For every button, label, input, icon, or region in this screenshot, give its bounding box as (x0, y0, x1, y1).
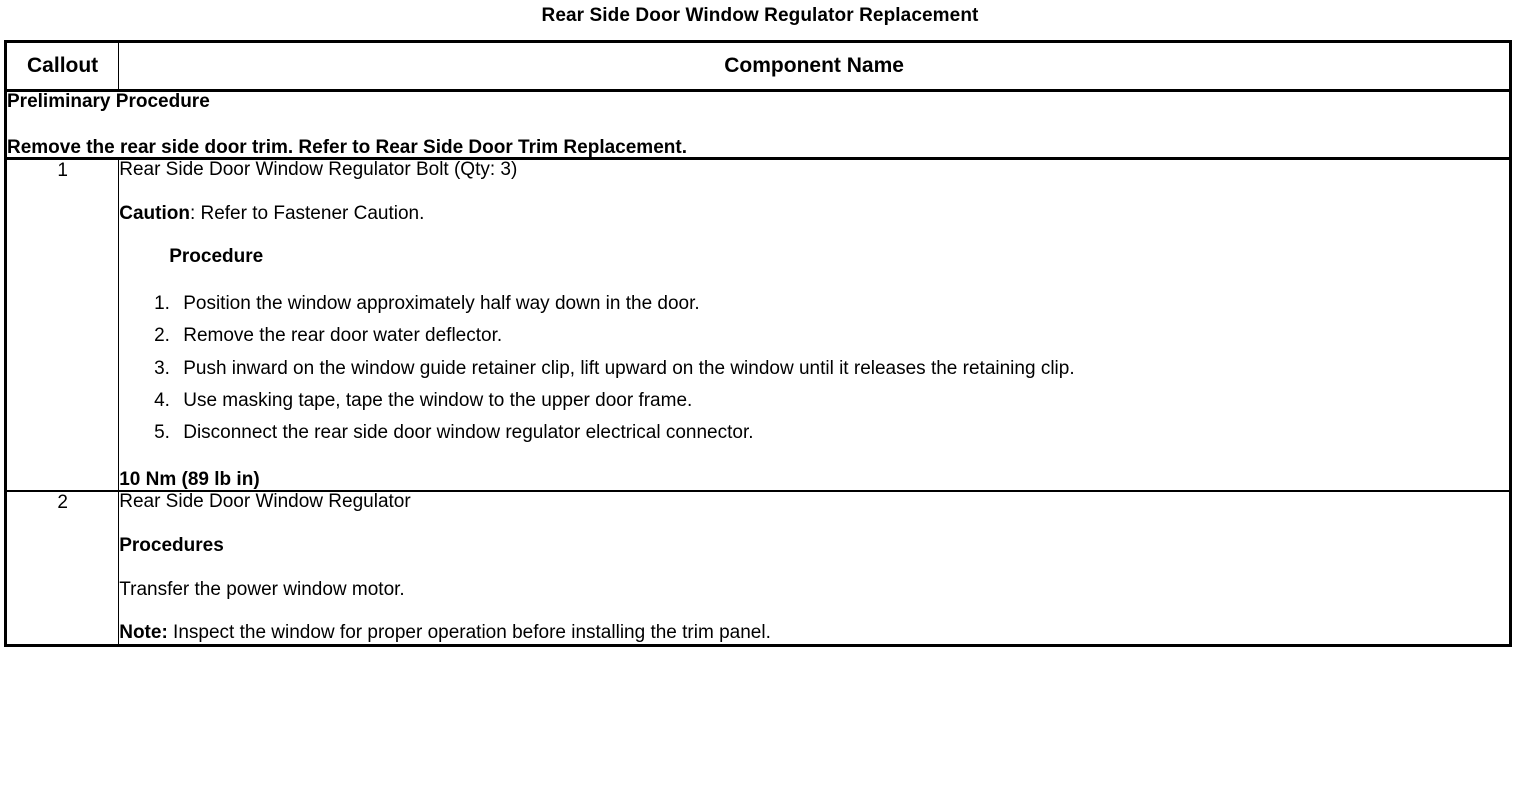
component-name-1: Rear Side Door Window Regulator Bolt (Qt… (119, 159, 518, 180)
spacer (119, 268, 1509, 288)
spacer (119, 450, 1509, 470)
list-item: Position the window approximately half w… (175, 288, 1509, 320)
component-name-2: Rear Side Door Window Regulator (119, 491, 411, 513)
procedure-step-list: Position the window approximately half w… (119, 288, 1509, 450)
list-item: Push inward on the window guide retainer… (175, 353, 1509, 385)
spacer (119, 557, 1509, 580)
note-text: Inspect the window for proper operation … (167, 622, 771, 644)
note-label: Note: (119, 622, 168, 644)
spacer (119, 513, 1509, 536)
procedures-heading-2: Procedures (119, 535, 224, 556)
callout-number-1: 1 (5, 158, 120, 493)
caution-text: : Refer to Fastener Caution. (189, 202, 425, 224)
preliminary-procedure-cell: Preliminary Procedure Remove the rear si… (5, 90, 1511, 160)
page-title: Rear Side Door Window Regulator Replacem… (541, 5, 979, 26)
list-item: Disconnect the rear side door window reg… (175, 417, 1509, 449)
table-header-row: Callout Component Name (5, 41, 1511, 92)
callout-number-2: 2 (5, 491, 120, 646)
table-row: 1 Rear Side Door Window Regulator Bolt (… (5, 158, 1511, 493)
procedure-text-2: Transfer the power window motor. (119, 578, 405, 600)
component-cell-2: Rear Side Door Window Regulator Procedur… (119, 491, 1511, 645)
procedure-table-wrapper: Callout Component Name Preliminary Proce… (4, 40, 1512, 647)
note-line: Note: Inspect the window for proper oper… (119, 622, 1509, 644)
table-row: 2 Rear Side Door Window Regulator Proced… (5, 491, 1511, 646)
torque-spec-1: 10 Nm (89 lb in) (119, 468, 260, 490)
preliminary-procedure-row: Preliminary Procedure Remove the rear si… (5, 90, 1511, 160)
header-component-name: Component Name (118, 41, 1511, 92)
caution-line: Caution: Refer to Fastener Caution. (119, 202, 1509, 225)
preliminary-heading: Preliminary Procedure (7, 91, 210, 112)
spacer (119, 224, 1509, 247)
procedure-table: Callout Component Name Preliminary Proce… (4, 40, 1512, 647)
procedure-heading-1: Procedure (169, 246, 264, 268)
header-callout: Callout (5, 41, 120, 92)
caution-label: Caution (119, 202, 190, 224)
list-item: Use masking tape, tape the window to the… (175, 385, 1509, 417)
spacer (119, 181, 1509, 204)
spacer (119, 600, 1509, 623)
preliminary-text: Remove the rear side door trim. Refer to… (7, 137, 687, 158)
list-item: Remove the rear door water deflector. (175, 320, 1509, 352)
component-cell-1: Rear Side Door Window Regulator Bolt (Qt… (118, 158, 1511, 493)
